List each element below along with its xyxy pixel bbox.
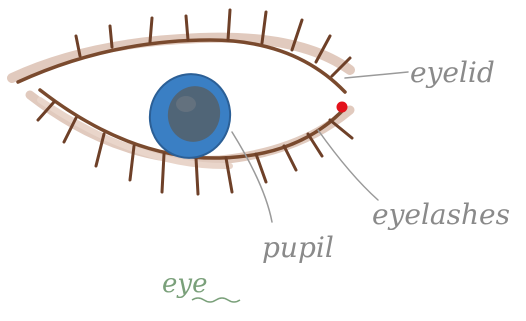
- eyelashes-label: eyelashes: [372, 198, 510, 231]
- pupil-leader: [232, 132, 272, 222]
- pupil-label: pupil: [262, 231, 334, 264]
- tear-duct: [337, 102, 348, 113]
- caption-underline: [192, 298, 240, 302]
- eyelid-label: eyelid: [410, 56, 495, 89]
- caption-label: eye: [162, 269, 207, 299]
- eyelid-leader: [345, 72, 408, 78]
- pupil-highlight: [176, 96, 196, 112]
- eyelashes-leader: [318, 130, 378, 200]
